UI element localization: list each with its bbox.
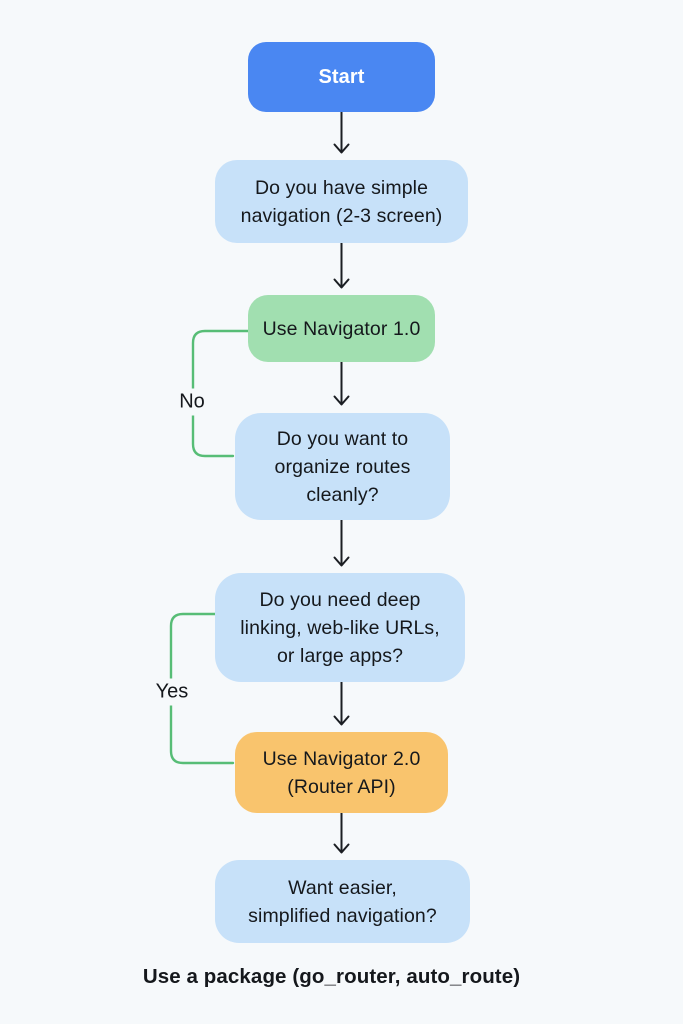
node-use-navigator-2: Use Navigator 2.0 (Router API) [235,732,448,813]
node-question-simple-navigation: Do you have simple navigation (2-3 scree… [215,160,468,243]
arrow-nav2-to-q4 [333,812,350,854]
node-question-simplified-navigation: Want easier, simplified navigation? [215,860,470,943]
node-question-deep-linking: Do you need deep linking, web-like URLs,… [215,573,465,682]
footer-note: Use a package (go_router, auto_route) [142,965,521,988]
arrow-nav1-to-q2 [333,361,350,406]
edge-label-no: No [175,388,209,416]
arrow-q2-to-q3 [333,519,350,567]
arrow-q1-to-nav1 [333,242,350,289]
arrow-start-to-q1 [333,111,350,154]
arrow-q3-to-nav2 [333,681,350,726]
node-use-navigator-1: Use Navigator 1.0 [248,295,435,362]
node-question-organize-routes: Do you want to organize routes cleanly? [235,413,450,520]
edge-label-yes: Yes [151,678,193,706]
node-start: Start [248,42,435,112]
